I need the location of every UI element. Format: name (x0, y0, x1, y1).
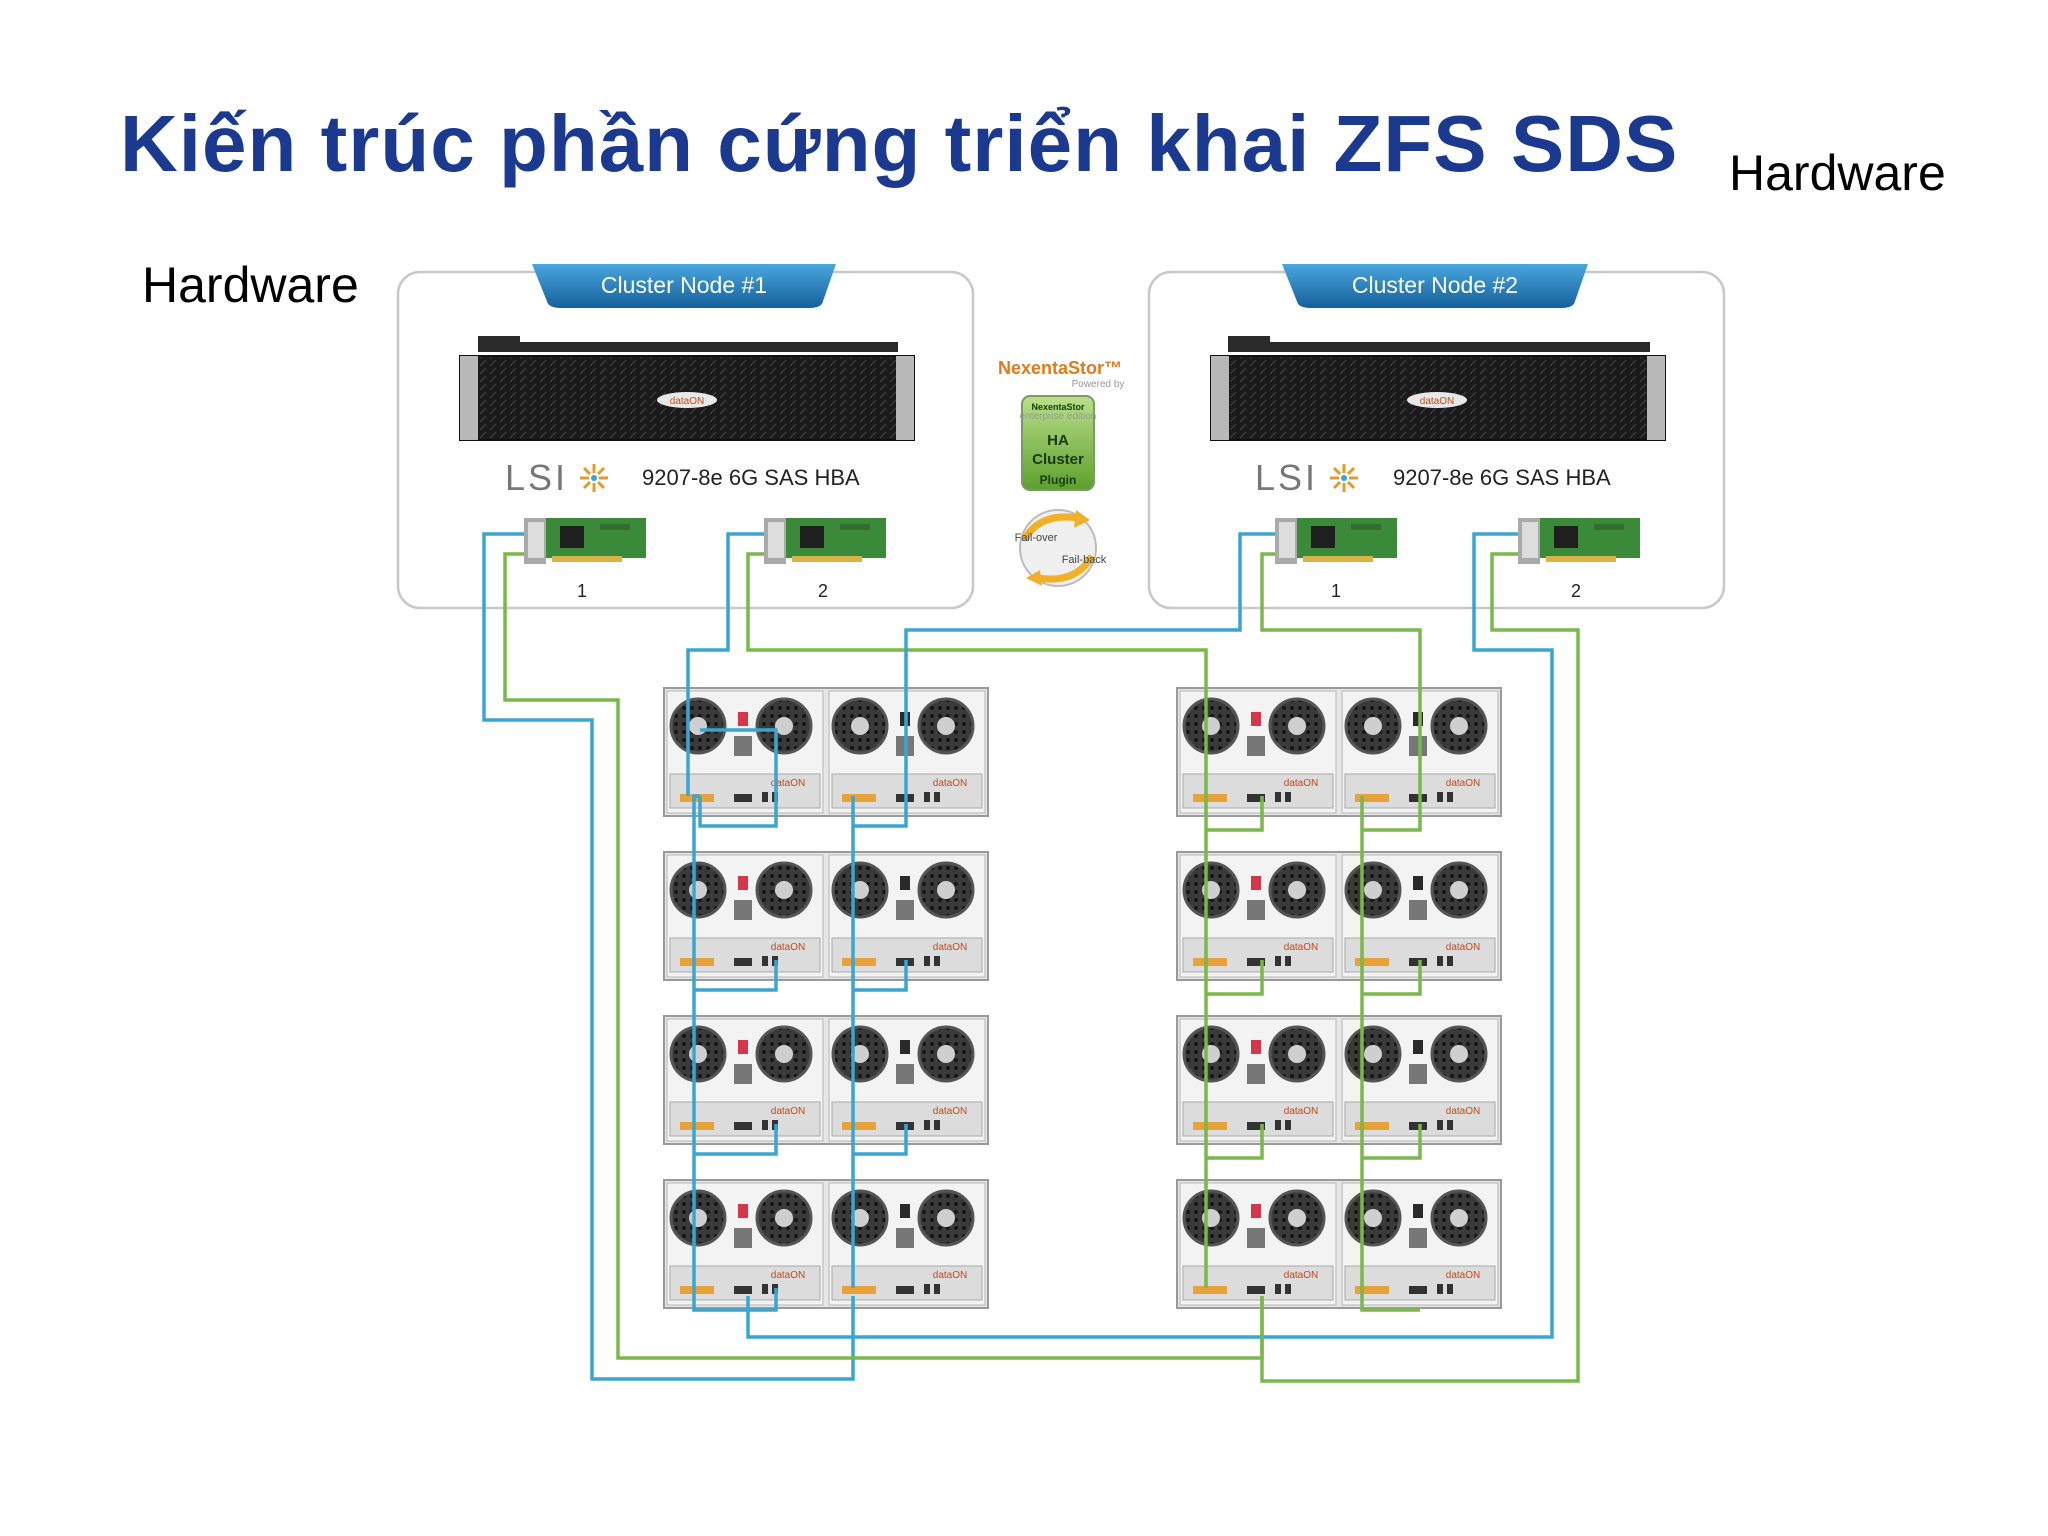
jbod-brand-label: dataON (771, 942, 805, 953)
cable-n1p2-green (746, 552, 1208, 796)
jbod-brand-label: dataON (771, 1270, 805, 1281)
ha-cluster-plugin-badge (1021, 395, 1095, 491)
cable-n2p1-blue (904, 532, 1275, 796)
jbod-brand-label: dataON (1446, 1270, 1480, 1281)
jbod-enclosure-4: dataON dataON (663, 1179, 989, 1309)
node-1-port-1-label: 1 (577, 581, 587, 601)
node-2-lsi-logo: LSI (1255, 457, 1318, 498)
chain-left-blue-2 (851, 796, 908, 1288)
server-2-brand: dataON (1420, 396, 1454, 407)
jbod-brand-label: dataON (933, 778, 967, 789)
node-1-tab (532, 264, 836, 308)
hardware-label-left: Hardware (142, 257, 359, 313)
jbod-enclosure-2: dataON dataON (663, 851, 989, 981)
cable-n1p2-blue (686, 532, 764, 796)
node-2-port-2-label: 2 (1571, 581, 1581, 601)
jbod-brand-label: dataON (1284, 1106, 1318, 1117)
nexenta-panel: NexentaStor™ Powered by NexentaStor ente… (998, 358, 1125, 587)
plugin-edition: enterprise edition (1020, 411, 1097, 422)
jbod-enclosure-8: dataON dataON (1176, 1179, 1502, 1309)
plugin-header: NexentaStor (1031, 402, 1085, 412)
server-1-icon: dataON (459, 336, 915, 441)
hba-card-2-1 (1275, 518, 1397, 564)
node-2-port-1-label: 1 (1331, 581, 1341, 601)
server-1-brand: dataON (670, 396, 704, 407)
sas-cables (482, 532, 1580, 1383)
hardware-label-right: Hardware (1729, 145, 1946, 201)
cable-n1p1-blue (482, 532, 855, 1381)
jbod-brand-label: dataON (1284, 1270, 1318, 1281)
chain-right-green (1204, 796, 1264, 1288)
lsi-starburst-icon (580, 464, 608, 492)
node-2-label: Cluster Node #2 (1352, 272, 1518, 298)
jbod-brand-label: dataON (933, 1270, 967, 1281)
jbod-enclosure-7: dataON dataON (1176, 1015, 1502, 1145)
plugin-line-cluster: Cluster (1032, 451, 1084, 468)
node-1-hba-model: 9207-8e 6G SAS HBA (642, 465, 860, 490)
chain-left-blue (692, 728, 778, 1312)
failback-label: Fail-back (1062, 554, 1107, 566)
failover-arrows-icon (1019, 509, 1097, 587)
nexenta-title: NexentaStor™ (998, 358, 1122, 378)
jbod-brand-label: dataON (1446, 778, 1480, 789)
jbod-brand-label: dataON (1446, 1106, 1480, 1117)
plugin-line-plugin: Plugin (1040, 473, 1077, 487)
jbod-enclosure-1: dataON dataON (663, 687, 989, 817)
cable-n2p1-green (1260, 552, 1422, 796)
jbod-brand-label: dataON (771, 778, 805, 789)
jbod-brand-label: dataON (771, 1106, 805, 1117)
jbod-enclosure-6: dataON dataON (1176, 851, 1502, 981)
jbod-enclosure-3: dataON dataON (663, 1015, 989, 1145)
powered-by-text: Powered by (1072, 379, 1125, 390)
jbod-brand-label: dataON (1284, 778, 1318, 789)
jbod-brand-label: dataON (1284, 942, 1318, 953)
lsi-starburst-icon (1330, 464, 1358, 492)
node-1-lsi-logo: LSI (505, 457, 568, 498)
failover-label: Fail-over (1015, 532, 1058, 544)
node-1-port-2-label: 2 (818, 581, 828, 601)
plugin-line-ha: HA (1047, 432, 1069, 449)
jbod-brand-label: dataON (933, 942, 967, 953)
hba-card-2-2 (1518, 518, 1640, 564)
cable-n2p2-blue (746, 532, 1554, 1339)
slide-title: Kiến trúc phần cứng triển khai ZFS SDS (120, 99, 1679, 188)
cable-n2p2-green (1260, 552, 1580, 1383)
node-1-label: Cluster Node #1 (601, 272, 767, 298)
hba-card-1-2 (764, 518, 886, 564)
hba-card-1-1 (524, 518, 646, 564)
jbod-brand-label: dataON (1446, 942, 1480, 953)
cluster-node-2: Cluster Node #2 dataON LSI 9207-8e 6G SA… (1147, 264, 1726, 610)
jbod-enclosure-5: dataON dataON (1176, 687, 1502, 817)
cluster-node-1: Cluster Node #1 dataON LSI 9207-8e 6G SA… (396, 264, 975, 610)
server-2-icon: dataON (1210, 336, 1666, 441)
jbod-brand-label: dataON (933, 1106, 967, 1117)
chain-right-green-2 (1360, 796, 1422, 1312)
node-2-tab (1282, 264, 1588, 308)
node-2-hba-model: 9207-8e 6G SAS HBA (1393, 465, 1611, 490)
